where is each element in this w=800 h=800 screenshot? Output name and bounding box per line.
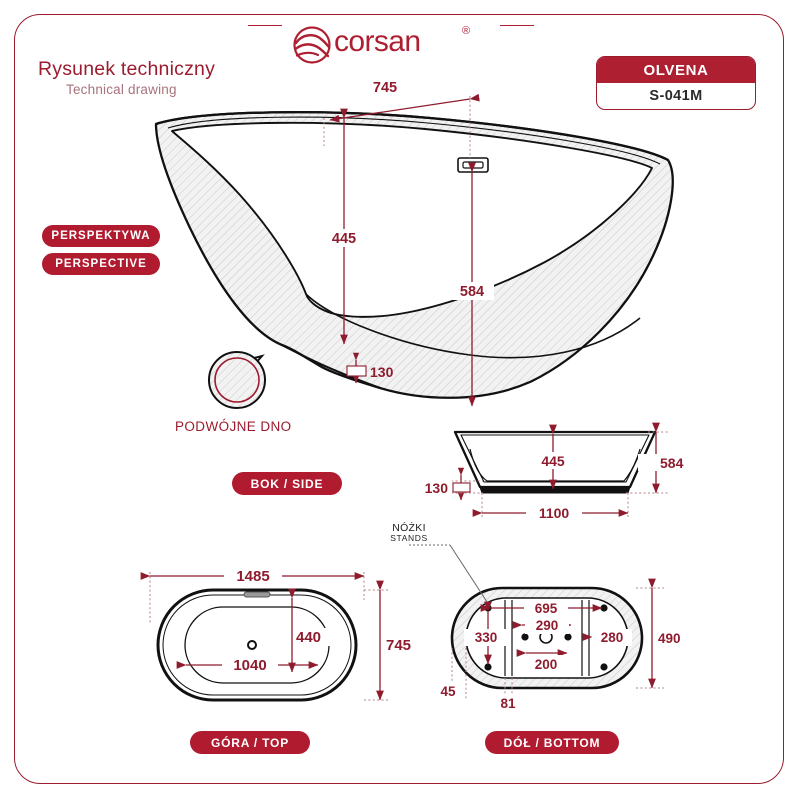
dimension-45-bottom: 45 [432,648,467,700]
overflow-slot-top [243,591,271,598]
dimension-1100-side: 1100 [472,493,629,521]
badge-perspective-en: PERSPECTIVE [42,253,160,275]
dimension-290-bottom: 290 [512,617,572,634]
dimension-695-bottom: 695 [480,600,603,617]
dimension-695-label: 695 [535,601,558,616]
logo-wave-icon [293,26,331,64]
dimension-290-label: 290 [536,618,559,633]
product-code: S-041M [649,88,703,104]
badge-perspective-pl: PERSPEKTYWA [42,225,160,247]
stands-label-pl: NÓŻKI [392,522,426,534]
dimension-330-bottom: 330 [464,601,508,665]
dimension-1485-top: 1485 [140,566,365,624]
logo-wordmark: corsan [334,25,421,58]
dimension-1100-label: 1100 [539,505,570,521]
perspective-view-drawing: 745 445 584 130 [154,78,674,409]
dimension-745-perspective: 745 [323,78,480,158]
page-title-en: Technical drawing [66,82,177,97]
drain-top [247,640,257,650]
double-bottom-magnifier [208,351,266,409]
stand-dot [564,633,572,641]
dimension-584-perspective: 584 [450,162,494,407]
dimension-445-side: 445 [532,424,574,490]
callout-double-bottom-label: PODWÓJNE DNO [175,419,292,434]
dimension-130-side-label: 130 [425,480,449,496]
dimension-330-label: 330 [475,630,498,645]
dimension-130-perspective: 130 [346,352,394,384]
dimension-1040-top: 1040 [176,656,319,674]
dimension-490-bottom: 490 [636,578,698,689]
dimension-130-side: 130 [418,467,483,501]
callout-stands-label: NÓŻKI STANDS [378,522,440,544]
dimension-1040-label: 1040 [233,657,266,674]
stand-dot [600,663,608,671]
dimension-1485-label: 1485 [236,568,269,585]
dimension-200-bottom: 200 [516,649,568,672]
corsan-logo: corsan ® [290,22,510,68]
top-view-drawing: 1485 745 440 1040 [140,566,422,702]
dimension-280-label: 280 [601,630,624,645]
overflow-slot-perspective [457,157,489,173]
dimension-440-top: 440 [288,588,336,673]
badge-side-view: BOK / SIDE [232,472,342,495]
badge-bottom-view: DÓŁ / BOTTOM [485,731,619,754]
stand-dot [484,663,492,671]
side-view-drawing: 445 584 130 [418,422,684,521]
dimension-130-label: 130 [370,364,394,380]
dimension-445-side-label: 445 [541,453,565,469]
badge-top-view: GÓRA / TOP [190,731,310,754]
sheet-border [14,14,784,784]
product-name: OLVENA [597,57,755,83]
bottom-view-drawing: 695 290 330 280 [409,544,698,711]
dimension-745-label: 745 [373,80,397,96]
dimension-584-label: 584 [460,284,484,300]
logo-rule-right [500,25,534,27]
dimension-445-perspective: 445 [322,108,366,345]
dimension-200-label: 200 [535,657,558,672]
dimension-81-label: 81 [500,696,516,711]
dimension-440-label: 440 [296,629,321,646]
logo-rule-left [248,25,282,27]
dimension-490-label: 490 [658,631,681,646]
dimension-584-side: 584 [626,422,684,494]
dimension-280-bottom: 280 [582,629,632,646]
dimension-745-top-label: 745 [386,637,411,654]
dimension-445-label: 445 [332,231,356,247]
page-title-pl: Rysunek techniczny [38,58,216,80]
stands-label-en: STANDS [390,533,428,544]
dimension-745-top: 745 [364,580,422,701]
dimension-81-bottom: 81 [494,678,522,711]
dimension-45-label: 45 [440,684,456,699]
dimension-584-side-label: 584 [660,455,684,471]
product-code-box: OLVENA S-041M [596,56,756,110]
logo-registered-mark: ® [462,25,471,37]
stand-dot [521,633,529,641]
